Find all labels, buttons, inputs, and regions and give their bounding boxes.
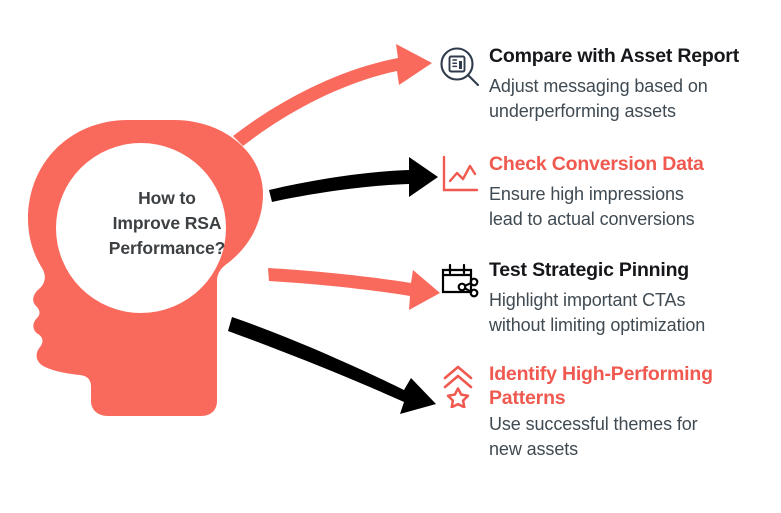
item-description-line: Ensure high impressions <box>489 184 684 204</box>
item-description-line: lead to actual conversions <box>489 209 695 229</box>
arrow-to-item-3 <box>268 268 440 310</box>
item-title: Compare with Asset Report <box>489 45 739 67</box>
list-item[interactable]: Compare with Asset Report Adjust messagi… <box>437 44 781 124</box>
item-text-block: Compare with Asset Report Adjust messagi… <box>489 44 781 124</box>
head-silhouette-icon <box>28 120 263 416</box>
star-chevrons-icon <box>443 365 473 408</box>
item-title: Check Conversion Data <box>489 153 704 175</box>
item-title: Identify High-Performing Patterns <box>489 363 713 409</box>
item-description: Ensure high impressions lead to actual c… <box>489 182 781 232</box>
item-description-line: underperforming assets <box>489 101 676 121</box>
item-description-line: Adjust messaging based on <box>489 76 708 96</box>
list-item[interactable]: Identify High-Performing Patterns Use su… <box>437 362 781 462</box>
line-chart-icon <box>442 155 479 192</box>
item-description: Adjust messaging based on underperformin… <box>489 74 781 124</box>
brain-question-line-1: How to <box>138 188 196 208</box>
item-description-line: Highlight important CTAs <box>489 290 686 310</box>
item-description-line: new assets <box>489 439 579 459</box>
brain-question-line-2: Improve RSA <box>112 213 222 233</box>
item-description-line: Use successful themes for <box>489 414 698 434</box>
item-description: Use successful themes for new assets <box>489 412 781 462</box>
brain-question-line-3: Performance? <box>108 238 226 258</box>
item-description-line: without limiting optimization <box>489 315 706 335</box>
list-item[interactable]: Check Conversion Data Ensure high impres… <box>437 152 781 232</box>
calendar-share-icon <box>441 263 479 298</box>
arrow-to-item-2 <box>269 157 438 202</box>
item-text-block: Test Strategic Pinning Highlight importa… <box>489 258 781 338</box>
item-text-block: Identify High-Performing Patterns Use su… <box>489 362 781 462</box>
magnifier-bar-chart-icon <box>440 47 480 87</box>
brain-question-text: How to Improve RSA Performance? <box>78 186 256 261</box>
item-description: Highlight important CTAs without limitin… <box>489 288 781 338</box>
item-title: Test Strategic Pinning <box>489 259 690 281</box>
list-item[interactable]: Test Strategic Pinning Highlight importa… <box>437 258 781 338</box>
item-text-block: Check Conversion Data Ensure high impres… <box>489 152 781 232</box>
